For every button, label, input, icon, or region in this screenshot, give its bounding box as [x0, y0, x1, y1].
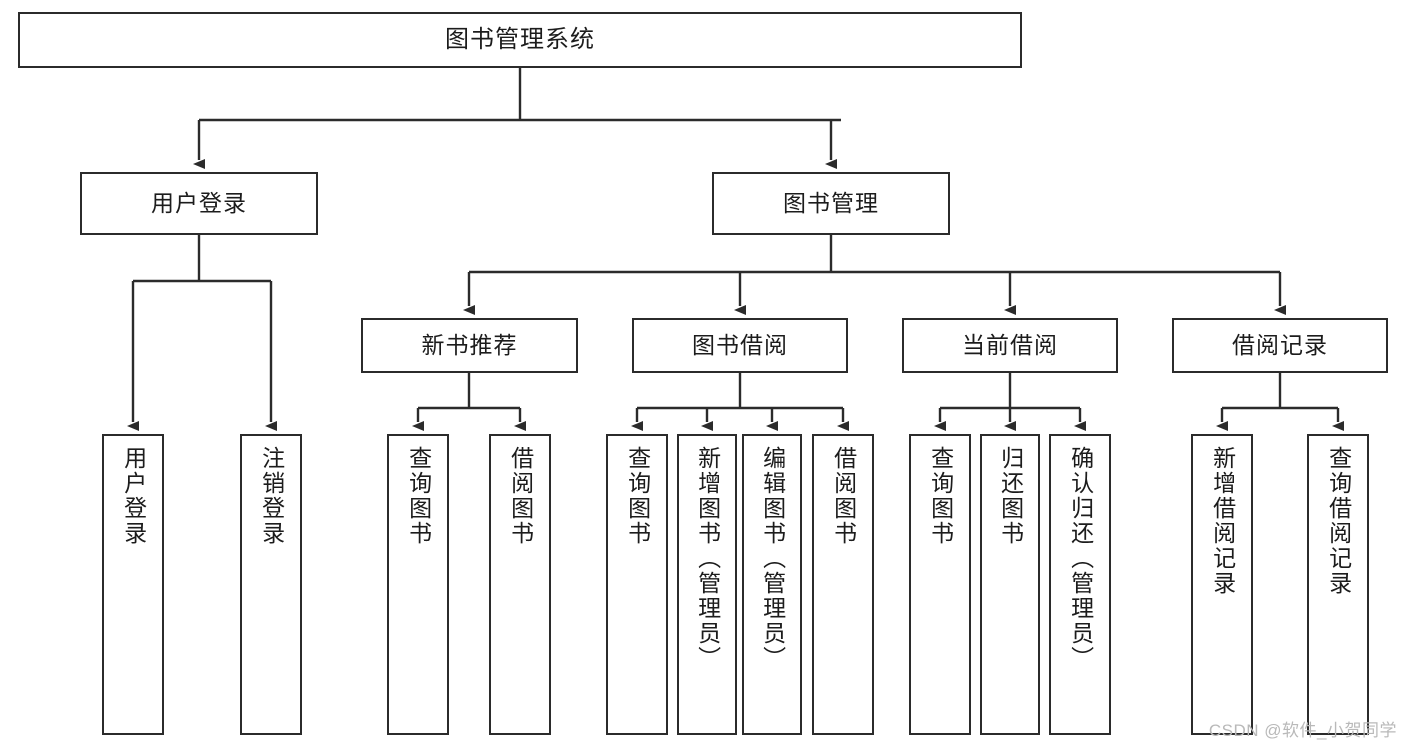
- leaf-borrow-add-book[interactable]: 新增图书（管理员）: [677, 434, 737, 735]
- leaf-label: 注销登录: [258, 446, 285, 546]
- leaf-label: 查询图书: [624, 446, 651, 546]
- leaf-borrow-query-book[interactable]: 查询图书: [606, 434, 668, 735]
- leaf-borrow-edit-book[interactable]: 编辑图书（管理员）: [742, 434, 802, 735]
- node-book-management-label: 图书管理: [783, 189, 879, 216]
- node-borrow-record[interactable]: 借阅记录: [1172, 318, 1388, 373]
- leaf-user-login-logout[interactable]: 注销登录: [240, 434, 302, 735]
- leaf-label: 用户登录: [120, 446, 147, 546]
- leaf-record-add[interactable]: 新增借阅记录: [1191, 434, 1253, 735]
- leaf-current-query-book[interactable]: 查询图书: [909, 434, 971, 735]
- leaf-borrow-borrow-book[interactable]: 借阅图书: [812, 434, 874, 735]
- leaf-user-login-login[interactable]: 用户登录: [102, 434, 164, 735]
- node-borrow-record-label: 借阅记录: [1232, 331, 1328, 358]
- node-root-label: 图书管理系统: [445, 25, 595, 53]
- leaf-current-confirm-return[interactable]: 确认归还（管理员）: [1049, 434, 1111, 735]
- leaf-label: 查询借阅记录: [1325, 446, 1352, 596]
- leaf-current-return-book[interactable]: 归还图书: [980, 434, 1040, 735]
- node-user-login[interactable]: 用户登录: [80, 172, 318, 235]
- node-root-system[interactable]: 图书管理系统: [18, 12, 1022, 68]
- leaf-new-book-query[interactable]: 查询图书: [387, 434, 449, 735]
- node-book-borrow[interactable]: 图书借阅: [632, 318, 848, 373]
- leaf-label: 查询图书: [405, 446, 432, 546]
- leaf-label: 新增借阅记录: [1209, 446, 1236, 596]
- node-current-borrow-label: 当前借阅: [962, 331, 1058, 358]
- leaf-label: 确认归还（管理员）: [1067, 446, 1094, 671]
- leaf-new-book-borrow[interactable]: 借阅图书: [489, 434, 551, 735]
- leaf-label: 新增图书（管理员）: [694, 446, 721, 671]
- node-user-login-label: 用户登录: [151, 189, 247, 216]
- node-book-management[interactable]: 图书管理: [712, 172, 950, 235]
- leaf-label: 借阅图书: [830, 446, 857, 546]
- node-book-borrow-label: 图书借阅: [692, 331, 788, 358]
- leaf-label: 借阅图书: [507, 446, 534, 546]
- leaf-label: 查询图书: [927, 446, 954, 546]
- node-current-borrow[interactable]: 当前借阅: [902, 318, 1118, 373]
- leaf-label: 归还图书: [997, 446, 1024, 546]
- leaf-record-query[interactable]: 查询借阅记录: [1307, 434, 1369, 735]
- node-new-book-recommend-label: 新书推荐: [421, 331, 518, 358]
- node-new-book-recommend[interactable]: 新书推荐: [361, 318, 578, 373]
- leaf-label: 编辑图书（管理员）: [759, 446, 786, 671]
- csdn-watermark: CSDN @软件_小贺同学: [1208, 721, 1397, 740]
